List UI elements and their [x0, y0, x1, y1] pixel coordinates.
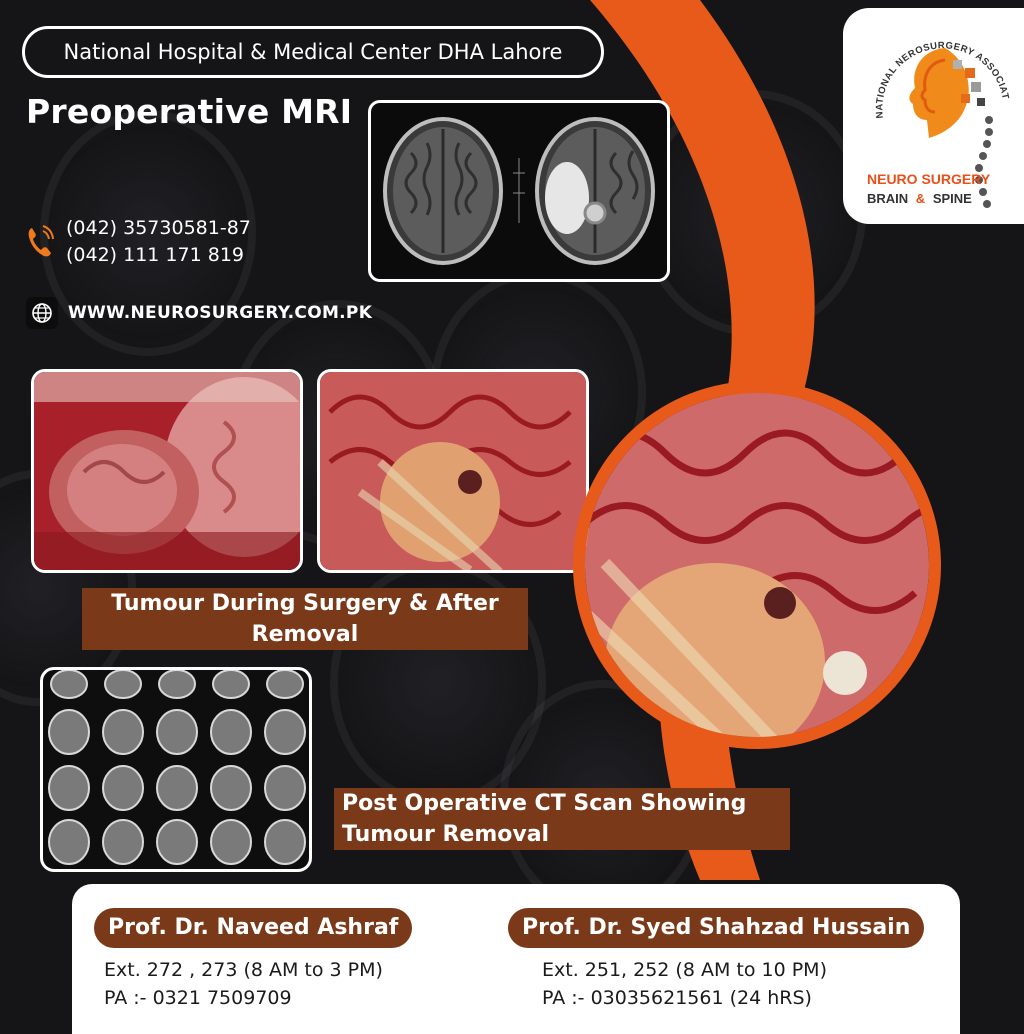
logo-card: NATIONAL NEROSURGERY ASSOCIATES NEURO SU…	[840, 0, 1024, 224]
phone-contact: (042) 35730581-87 (042) 111 171 819	[26, 215, 251, 269]
hospital-name-pill: National Hospital & Medical Center DHA L…	[22, 26, 604, 78]
doctor-1-details: Ext. 272 , 273 (8 AM to 3 PM) PA :- 0321…	[104, 956, 383, 1012]
svg-text:BRAIN & SPINE: BRAIN & SPINE	[867, 191, 972, 206]
logo-line1: NEURO SURGERY	[867, 171, 991, 187]
preoperative-title: Preoperative MRI	[26, 92, 353, 131]
phone-number-2: (042) 111 171 819	[66, 244, 245, 266]
preoperative-mri-image	[368, 100, 670, 282]
doctor-2-pa: PA :- 03035621561 (24 hRS)	[542, 987, 812, 1009]
doctor-name-2: Prof. Dr. Syed Shahzad Hussain	[508, 908, 925, 948]
surgery-photo-after	[317, 369, 589, 573]
globe-icon	[26, 297, 58, 329]
surgery-caption: Tumour During Surgery & After Removal	[82, 588, 528, 650]
website-contact: WWW.NEUROSURGERY.COM.PK	[26, 297, 372, 329]
surgery-during-graphic	[34, 372, 300, 570]
doctors-footer: Prof. Dr. Naveed Ashraf Prof. Dr. Syed S…	[72, 884, 960, 1034]
logo-spine: SPINE	[933, 191, 972, 206]
phone-icon	[28, 225, 54, 257]
postop-ct-scan-image	[40, 667, 312, 872]
background-scan	[40, 110, 256, 356]
logo-brain: BRAIN	[867, 191, 908, 206]
surgery-photo-during	[31, 369, 303, 573]
website-link[interactable]: WWW.NEUROSURGERY.COM.PK	[68, 303, 373, 323]
ct-caption: Post Operative CT Scan Showing Tumour Re…	[334, 788, 790, 850]
hospital-name: National Hospital & Medical Center DHA L…	[63, 40, 563, 64]
surgery-zoom-circle	[573, 381, 941, 749]
phone-number-1: (042) 35730581-87	[66, 217, 251, 239]
ct-scan-grid-graphic	[48, 670, 306, 865]
doctor-2-ext: Ext. 251, 252 (8 AM to 10 PM)	[542, 959, 827, 981]
neurosurgery-logo: NATIONAL NEROSURGERY ASSOCIATES NEURO SU…	[840, 0, 1010, 208]
surgery-zoom-graphic	[585, 393, 929, 737]
doctor-1-ext: Ext. 272 , 273 (8 AM to 3 PM)	[104, 959, 383, 981]
surgery-after-graphic	[320, 372, 586, 570]
logo-ampersand: &	[916, 191, 925, 206]
doctor-name-1: Prof. Dr. Naveed Ashraf	[94, 908, 413, 948]
doctor-2-details: Ext. 251, 252 (8 AM to 10 PM) PA :- 0303…	[542, 956, 827, 1012]
doctor-1-pa: PA :- 0321 7509709	[104, 987, 292, 1009]
mri-brains-graphic	[383, 117, 655, 265]
